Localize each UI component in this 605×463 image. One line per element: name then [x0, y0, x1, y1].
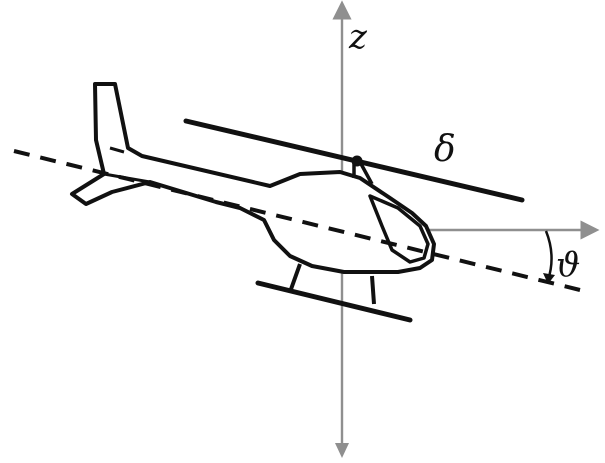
rotor-hub [351, 155, 363, 167]
z-axis-label: z [349, 17, 367, 57]
z-axis-bottom-arrow [335, 443, 349, 458]
pitch-angle-arc [544, 230, 553, 281]
pitch-angle-label: ϑ [556, 245, 581, 285]
landing-skid [255, 280, 413, 323]
skid-struts [288, 263, 376, 305]
cockpit-window [368, 194, 430, 264]
helicopter-fuselage [70, 82, 436, 274]
rotor-angle-label: δ [434, 129, 456, 170]
pitch-angle-arrowhead [543, 273, 555, 284]
